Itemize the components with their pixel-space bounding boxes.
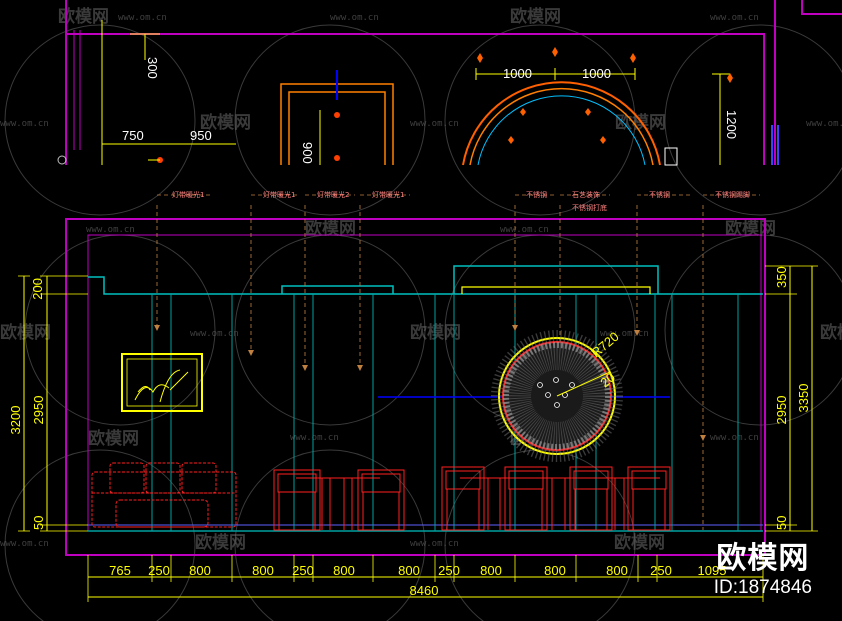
note-light-strip: 灯带暖光2 [317, 190, 349, 199]
watermark-url: www.om.cn [0, 539, 49, 549]
dim-200: 200 [30, 278, 45, 300]
bottom-dim: 250 [650, 563, 672, 578]
note-stainless: 不锈钢 [526, 190, 547, 199]
dim-3200: 3200 [8, 406, 23, 435]
circular-mosaic-feature: R720 20 [491, 329, 623, 462]
left-dimensions: 200 3200 2950 50 [8, 275, 88, 532]
watermark-url: www.om.cn [330, 13, 379, 23]
watermark-url: www.om.cn [710, 433, 759, 443]
brand-id: ID:1874846 [713, 577, 812, 598]
note-light-strip: 灯带暖光1 [372, 190, 404, 199]
watermark-layer: 欧模网 欧模网 欧模网 欧模网 欧模网 欧模网 欧模网 欧模网 欧模网 欧模网 … [0, 6, 842, 621]
sofa [91, 462, 237, 528]
bottom-dim: 800 [480, 563, 502, 578]
bottom-dim: 800 [189, 563, 211, 578]
watermark-text: 欧模网 [725, 218, 776, 239]
dim-350: 350 [774, 266, 789, 288]
bottom-dim: 250 [292, 563, 314, 578]
brand-logo: 欧模网 [716, 541, 810, 576]
watermark-url: www.om.cn [290, 433, 339, 443]
watermark-text: 欧模网 [0, 322, 51, 343]
total-width-dim: 8460 [410, 583, 439, 598]
watermark-text: 欧模网 [195, 532, 246, 553]
upper-elevation-fragment: 300 750 950 900 1000 1000 1200 [57, 0, 842, 166]
note-stainless-base: 不锈钢打底 [572, 203, 607, 212]
bottom-dim: 800 [544, 563, 566, 578]
bottom-dim: 1095 [698, 563, 727, 578]
bottom-dim: 765 [109, 563, 131, 578]
dim-950: 950 [190, 128, 212, 143]
watermark-url: www.om.cn [86, 225, 135, 235]
watermark-circles [4, 24, 842, 621]
watermark-url: www.om.cn [410, 119, 459, 129]
dim-2950-right: 2950 [774, 396, 789, 425]
bottom-dim: 800 [606, 563, 628, 578]
watermark-url: www.om.cn [118, 13, 167, 23]
bottom-dim: 250 [148, 563, 170, 578]
leader-arrows [154, 325, 706, 441]
dim-2950-left: 2950 [31, 396, 46, 425]
ornament-icons [477, 47, 733, 144]
watermark-text: 欧模网 [305, 218, 356, 239]
dim-1200: 1200 [724, 110, 739, 139]
framed-painting [121, 353, 203, 412]
bottom-dim-ticks [87, 555, 764, 602]
dim-50-left: 50 [31, 516, 46, 530]
watermark-url: www.om.cn [0, 119, 49, 129]
bottom-dimensions: 765 250 800 800 250 800 800 250 800 800 … [87, 555, 764, 602]
brand-badge: 欧模网 ID:1874846 [714, 533, 812, 599]
main-elevation: 灯带暖光1 灯带暖光1 灯带暖光2 灯带暖光1 不锈钢 石艺装饰 不锈钢打底 不… [65, 190, 766, 556]
dim-1000-left: 1000 [503, 66, 532, 81]
dim-750: 750 [122, 128, 144, 143]
watermark-text: 欧模网 [820, 322, 842, 343]
dining-set-small [273, 469, 405, 531]
dining-set-large [441, 466, 671, 531]
watermark-url: www.om.cn [190, 329, 239, 339]
watermark-text: 欧模网 [510, 6, 561, 27]
note-skirting: 不锈钢踢脚 [715, 190, 750, 199]
watermark-text: 欧模网 [88, 428, 139, 449]
right-dimensions: 350 3350 2950 50 [765, 265, 818, 532]
dim-3350: 3350 [796, 384, 811, 413]
watermark-text: 欧模网 [614, 532, 665, 553]
dim-900: 900 [300, 142, 315, 164]
watermark-text: 欧模网 [200, 112, 251, 133]
bottom-dim: 800 [398, 563, 420, 578]
leader-lines [156, 194, 760, 530]
watermark-text: 欧模网 [58, 6, 109, 27]
watermark-url: www.om.cn [500, 225, 549, 235]
watermark-url: www.om.cn [410, 539, 459, 549]
dim-50-right: 50 [774, 516, 789, 530]
bottom-dim: 250 [438, 563, 460, 578]
watermark-url: www.om.cn [600, 329, 649, 339]
bottom-dim: 800 [333, 563, 355, 578]
dim-300: 300 [145, 57, 160, 79]
dim-1000-right: 1000 [582, 66, 611, 81]
watermark-url: www.om.cn [806, 119, 842, 129]
note-stainless: 不锈钢 [649, 190, 670, 199]
note-stone-decor: 石艺装饰 [572, 190, 600, 199]
note-light-strip: 灯带暖光1 [172, 190, 204, 199]
bottom-dim: 800 [252, 563, 274, 578]
watermark-url: www.om.cn [710, 13, 759, 23]
note-light-strip: 灯带暖光1 [263, 190, 295, 199]
